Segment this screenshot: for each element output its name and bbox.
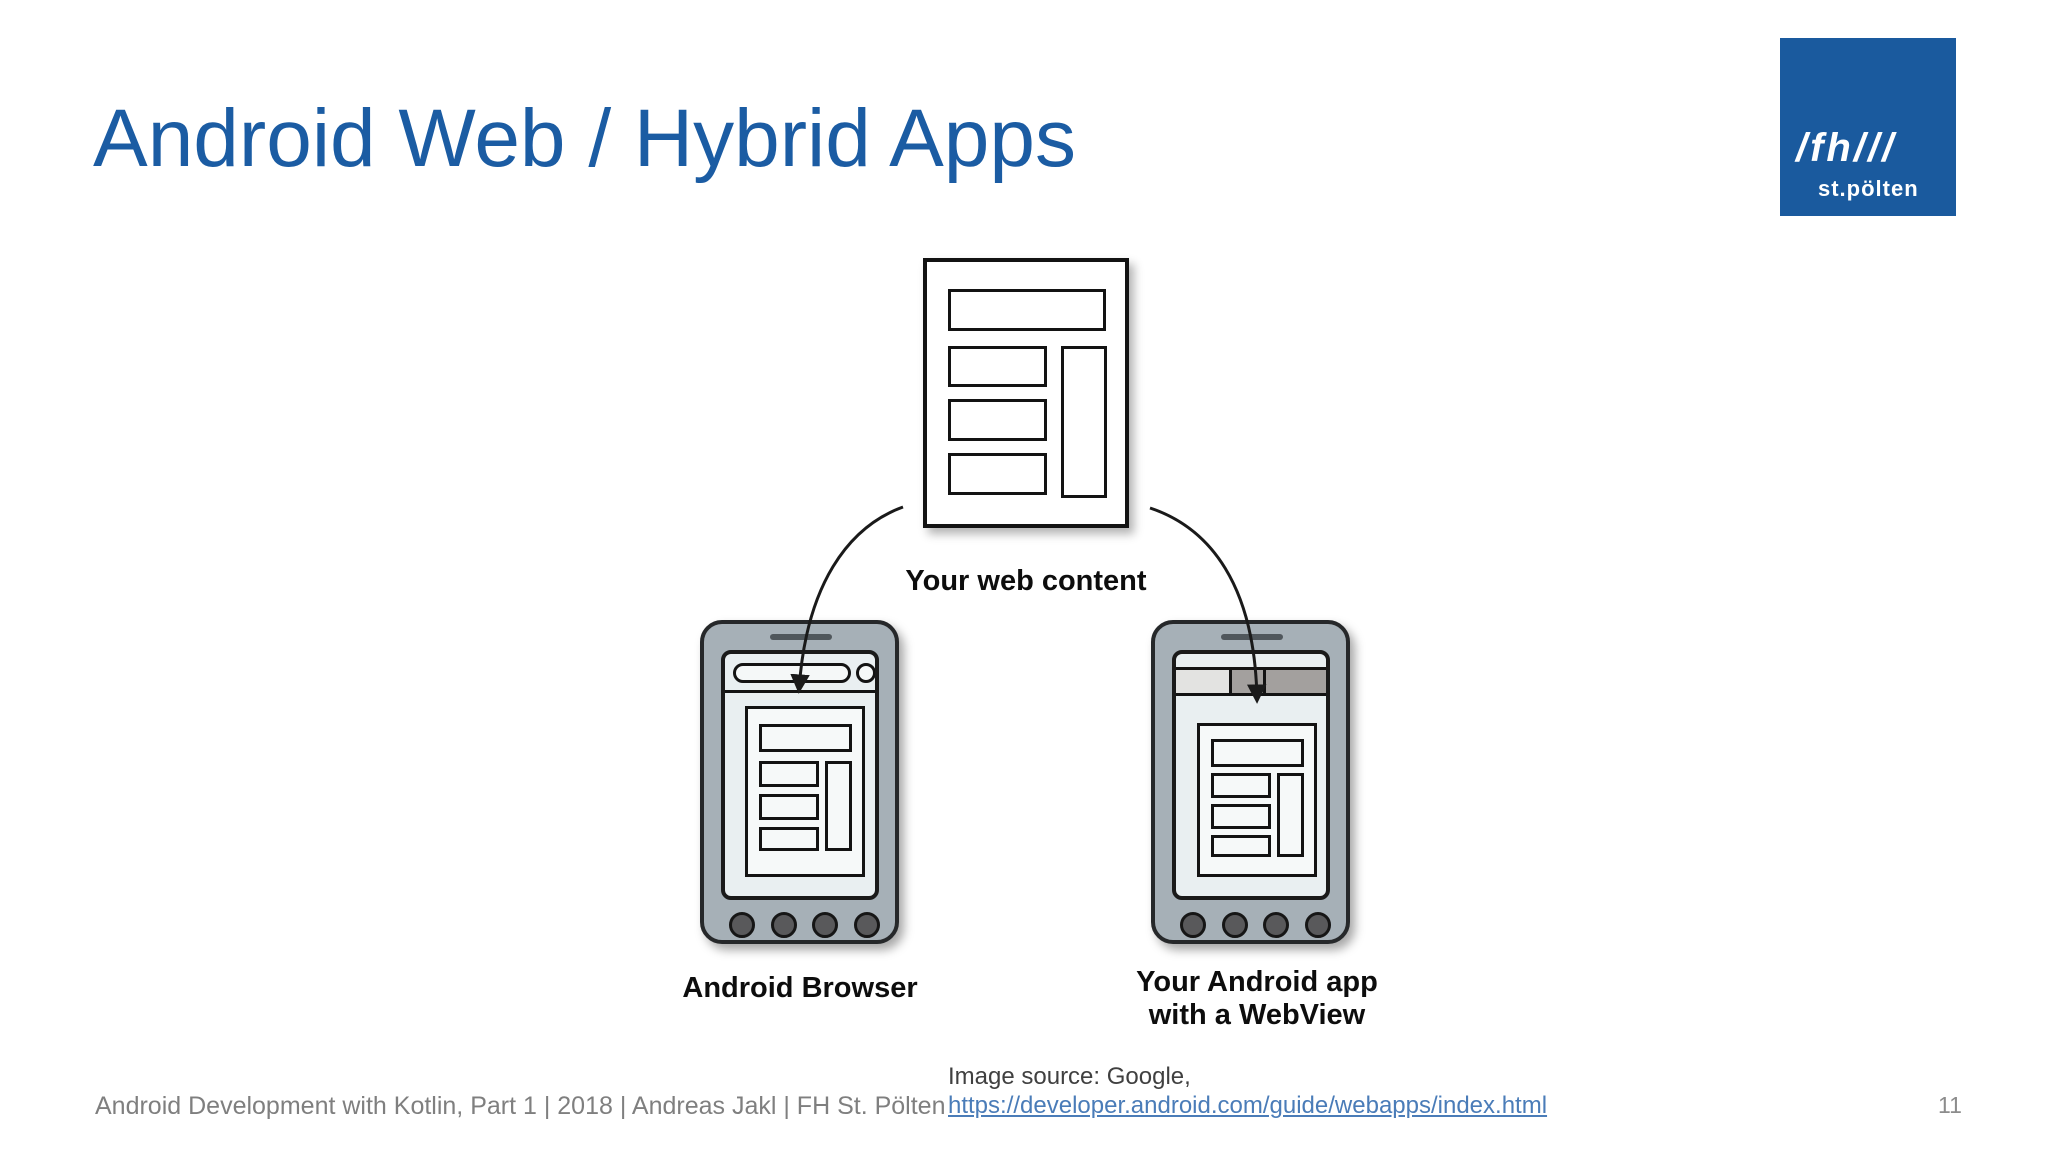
- layout-rect: [1211, 773, 1271, 798]
- webview-phone-label: Your Android app with a WebView: [1107, 966, 1407, 1032]
- layout-rect: [1211, 739, 1304, 767]
- layout-rect: [1211, 804, 1271, 829]
- image-source-label: Image source: Google,: [948, 1063, 1191, 1090]
- webview-phone-icon: [1151, 620, 1350, 944]
- hardware-button: [1263, 912, 1289, 938]
- browser-phone-label: Android Browser: [682, 972, 918, 1004]
- layout-rect: [948, 346, 1047, 387]
- phone-web-content-document: [1197, 723, 1317, 877]
- webview-tab-bar: [1176, 667, 1326, 696]
- footer-text: Android Development with Kotlin, Part 1 …: [95, 1092, 946, 1120]
- phone-web-content-document: [745, 706, 865, 877]
- layout-rect: [948, 399, 1047, 441]
- hardware-button: [1305, 912, 1331, 938]
- phone-speaker: [770, 634, 832, 640]
- tab-segment: [1176, 670, 1232, 693]
- layout-rect: [1061, 346, 1107, 498]
- hardware-button: [854, 912, 880, 938]
- tab-segment: [1232, 670, 1266, 693]
- phone-screen: [721, 650, 879, 900]
- tab-segment: [1266, 670, 1326, 693]
- web-content-label: Your web content: [905, 565, 1147, 597]
- layout-rect: [759, 761, 819, 787]
- logo-city-text: st.pölten: [1818, 176, 1919, 201]
- browser-menu-circle: [856, 663, 875, 683]
- page-number: 11: [1938, 1092, 1962, 1118]
- layout-rect: [759, 827, 819, 851]
- layout-rect: [759, 794, 819, 820]
- hardware-button: [1180, 912, 1206, 938]
- layout-rect: [825, 761, 852, 851]
- web-content-document-icon: [923, 258, 1129, 528]
- fh-stpoelten-logo: /fh/// st.pölten: [1780, 38, 1956, 216]
- hardware-button: [729, 912, 755, 938]
- layout-rect: [759, 724, 852, 752]
- logo-fh-text: /fh///: [1796, 126, 1897, 170]
- layout-rect: [948, 289, 1106, 331]
- layout-rect: [1277, 773, 1304, 857]
- phone-speaker: [1221, 634, 1283, 640]
- screen-divider: [725, 690, 875, 693]
- hardware-button: [812, 912, 838, 938]
- image-source-link[interactable]: https://developer.android.com/guide/weba…: [948, 1092, 1548, 1119]
- webview-phone-label-line2: with a WebView: [1148, 999, 1366, 1031]
- browser-url-pill: [733, 663, 851, 683]
- phone-screen: [1172, 650, 1330, 900]
- webview-phone-label-line1: Your Android app: [1136, 966, 1378, 998]
- layout-rect: [948, 453, 1047, 495]
- hardware-button: [771, 912, 797, 938]
- layout-rect: [1211, 835, 1271, 857]
- android-browser-phone-icon: [700, 620, 899, 944]
- hardware-button: [1222, 912, 1248, 938]
- page-title: Android Web / Hybrid Apps: [93, 93, 1076, 184]
